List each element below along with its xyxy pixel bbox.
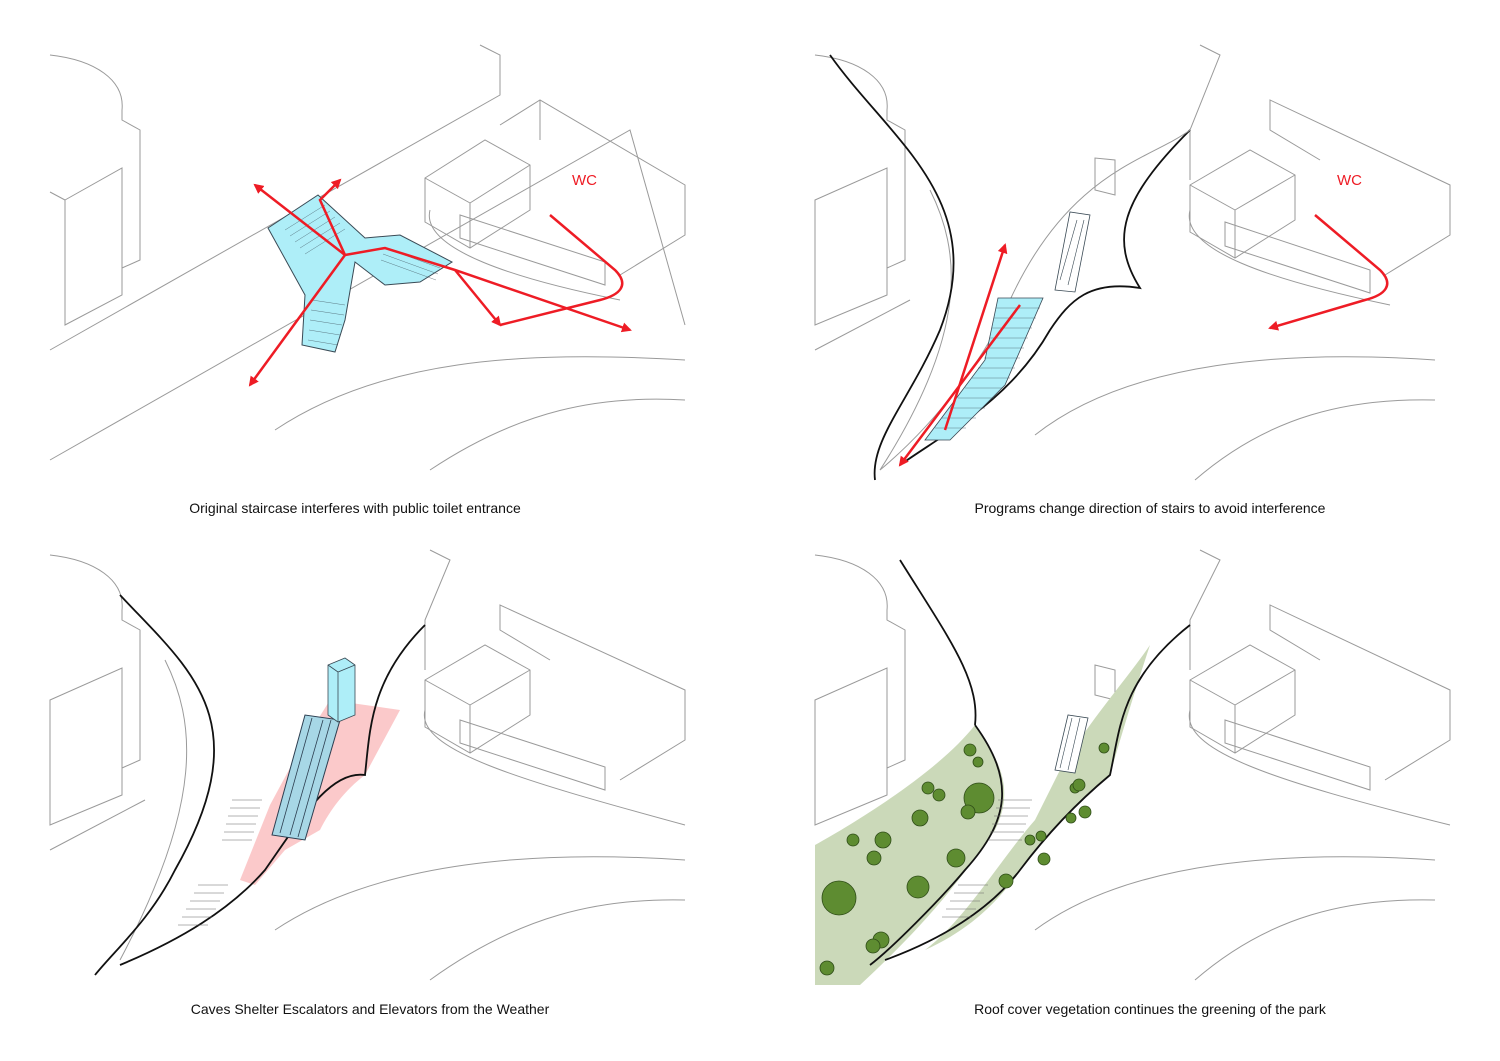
panel-cave-shelter: Caves Shelter Escalators and Elevators f…	[0, 530, 750, 1061]
elevator-shaft	[327, 657, 356, 723]
wc-label: WC	[1337, 172, 1362, 189]
ravine-left-edge	[829, 54, 955, 481]
caption-panel-2: Programs change direction of stairs to a…	[974, 500, 1326, 516]
green-roof-left	[815, 725, 1005, 985]
toilet-wall	[459, 214, 606, 286]
y-staircase	[267, 194, 454, 353]
route-arrows	[248, 178, 632, 387]
panel-redirected-stairs: WC Programs change direction of stairs t…	[750, 0, 1500, 530]
diagram-cave-shelter	[49, 549, 686, 981]
road-curve-1	[274, 356, 686, 431]
trees	[819, 742, 1110, 976]
round-building	[49, 54, 141, 269]
panel-roof-vegetation: Roof cover vegetation continues the gree…	[750, 530, 1500, 1061]
caption-panel-4: Roof cover vegetation continues the gree…	[974, 1001, 1326, 1017]
diagram-original-staircase: WC	[49, 44, 686, 471]
diagram-redirected-stairs: WC	[814, 44, 1451, 481]
left-block	[49, 167, 123, 326]
green-roof-right	[925, 645, 1150, 950]
wc-label: WC	[572, 172, 597, 189]
toilet-base	[428, 209, 621, 301]
toilet-building-a	[424, 139, 531, 249]
shelter-zone	[240, 700, 400, 885]
panel-original-staircase: WC Original staircase interferes with pu…	[0, 0, 750, 530]
plaza-edge	[49, 44, 501, 351]
stair-strip	[924, 297, 1044, 441]
caption-panel-1: Original staircase interferes with publi…	[189, 500, 521, 516]
caption-panel-3: Caves Shelter Escalators and Elevators f…	[190, 1001, 550, 1017]
road-curve-2	[429, 398, 686, 471]
road-edge	[49, 129, 686, 461]
toilet-building-b	[499, 99, 686, 276]
diagram-roof-vegetation	[814, 549, 1451, 985]
